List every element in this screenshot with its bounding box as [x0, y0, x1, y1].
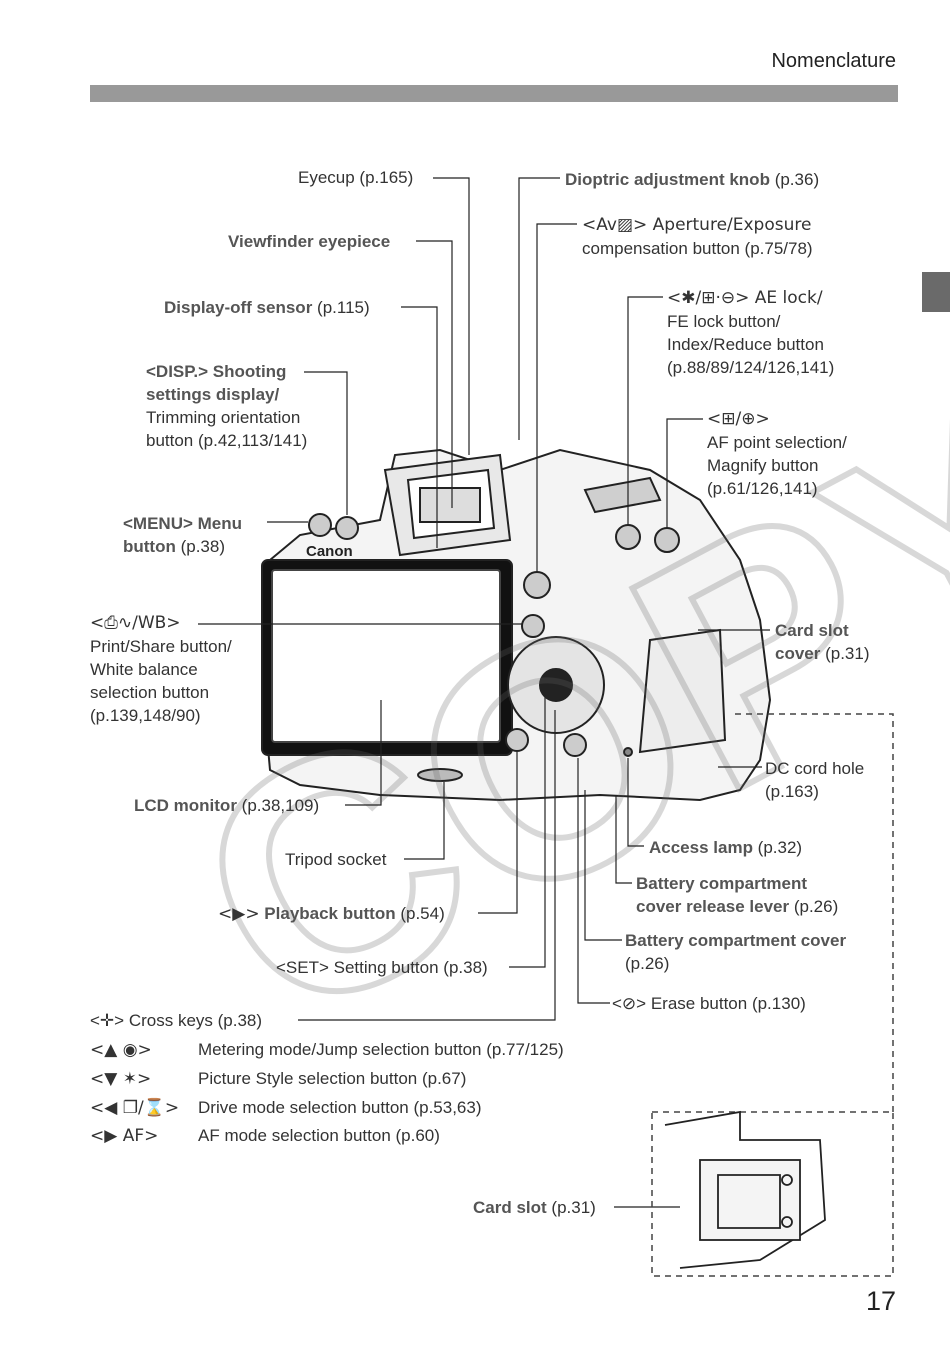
dc-label-line2: (p.163)	[765, 782, 819, 801]
cross-keys-title: <✛> Cross keys (p.38)	[90, 1011, 263, 1030]
cross-key-row: <◀ ❐/⌛> Drive mode selection button (p.53…	[90, 1096, 482, 1120]
dioptric-knob-label: Dioptric adjustment knob (p.36)	[565, 168, 819, 191]
disp-label-line3: Trimming orientation	[146, 408, 301, 427]
dioptric-label-page: (p.36)	[769, 170, 820, 189]
playback-label-page: (p.54)	[395, 904, 445, 923]
viewfinder-label: Viewfinder eyepiece	[228, 230, 390, 253]
tripod-socket-label: Tripod socket	[285, 850, 387, 869]
ae-label-line3: Index/Reduce button	[667, 335, 824, 354]
lcd-label-page: (p.38,109)	[236, 796, 320, 815]
card-slot-label: Card slot (p.31)	[473, 1196, 596, 1219]
cross-key-row: <▶ AF> AF mode selection button (p.60)	[90, 1124, 440, 1148]
av-label-line1: <Av▨> Aperture/Exposure	[582, 215, 812, 235]
aperture-button-label: <Av▨> Aperture/Exposure compensation but…	[582, 214, 813, 260]
display-off-label: Display-off sensor (p.115)	[164, 296, 370, 319]
battlever-label-line2-bold: cover release lever	[636, 897, 790, 916]
battlever-label-page: (p.26)	[789, 897, 839, 916]
brand-logo: Canon	[306, 543, 353, 560]
battcover-label-page: (p.26)	[625, 954, 670, 973]
leader-lines	[198, 177, 770, 1208]
erase-button-label: <⊘> Erase button (p.130)	[612, 994, 806, 1013]
disp-button-label: <DISP.> Shooting settings display/ Trimm…	[146, 360, 307, 452]
section-title: Nomenclature	[771, 50, 896, 72]
cross-key-desc: Metering mode/Jump selection button (p.7…	[198, 1040, 564, 1059]
af-label-line3: Magnify button	[707, 456, 819, 475]
print-label-line3: White balance	[90, 660, 198, 679]
cardcover-label-page: (p.31)	[820, 644, 870, 663]
battery-lever-label: Battery compartment cover release lever …	[636, 872, 838, 918]
playback-icon: <▶>	[218, 904, 260, 924]
print-label-line2: Print/Share button/	[90, 637, 232, 656]
av-label-line2: compensation button (p.75/78)	[582, 239, 813, 258]
dc-cord-hole-label: DC cord hole (p.163)	[765, 757, 864, 803]
cross-key-desc: Picture Style selection button (p.67)	[198, 1069, 467, 1088]
chapter-tab	[922, 272, 950, 312]
cross-key-symbol: <◀ ❐/⌛>	[90, 1098, 180, 1118]
print-share-label: <⎙∿/WB> Print/Share button/ White balanc…	[90, 612, 232, 727]
setting-button-label: <SET> Setting button (p.38)	[276, 958, 488, 977]
dioptric-label-bold: Dioptric adjustment knob	[565, 170, 770, 189]
cardslot-label-bold: Card slot	[473, 1198, 547, 1217]
cross-key-desc: Drive mode selection button (p.53,63)	[198, 1098, 482, 1117]
ae-label-line1: <✱/⊞·⊖> AE lock/	[667, 288, 823, 308]
battlever-label-line1: Battery compartment	[636, 874, 807, 893]
cross-key-row: <▲ ◉> Metering mode/Jump selection button…	[90, 1038, 564, 1062]
ae-label-line4: (p.88/89/124/126,141)	[667, 358, 835, 377]
cardslot-label-page: (p.31)	[546, 1198, 596, 1217]
ae-label-line2: FE lock button/	[667, 312, 781, 331]
viewfinder-label-text: Viewfinder eyepiece	[228, 232, 391, 251]
disp-label-line1: <DISP.> Shooting	[146, 362, 287, 381]
access-lamp-label: Access lamp (p.32)	[649, 836, 802, 859]
display-off-label-page: (p.115)	[312, 298, 370, 317]
cross-key-symbol: <▲ ◉>	[90, 1040, 152, 1060]
lcd-label-bold: LCD monitor	[134, 796, 237, 815]
print-label-line4: selection button	[90, 683, 210, 702]
eyecup-label: Eyecup (p.165)	[298, 168, 414, 187]
af-label-line4: (p.61/126,141)	[707, 479, 818, 498]
cardcover-label-line2-bold: cover	[775, 644, 821, 663]
access-label-bold: Access lamp	[649, 838, 753, 857]
af-label-line1: <⊞/⊕>	[707, 409, 770, 429]
access-label-page: (p.32)	[752, 838, 803, 857]
menu-label-line2-page: (p.38)	[175, 537, 225, 556]
print-label-line5: (p.139,148/90)	[90, 706, 201, 725]
cross-key-symbol: <▼ ✶>	[90, 1069, 152, 1089]
af-point-label: <⊞/⊕> AF point selection/ Magnify button…	[707, 408, 847, 500]
dc-label-line1: DC cord hole	[765, 759, 865, 778]
display-off-label-bold: Display-off sensor	[164, 298, 313, 317]
card-slot-callout	[651, 713, 894, 1277]
camera-body	[260, 448, 772, 802]
card-slot-cover-label: Card slot cover (p.31)	[775, 619, 870, 665]
playback-label-bold: Playback button	[264, 904, 396, 923]
ae-lock-label: <✱/⊞·⊖> AE lock/ FE lock button/ Index/R…	[667, 287, 834, 379]
af-label-line2: AF point selection/	[707, 433, 847, 452]
disp-label-line4: button (p.42,113/141)	[146, 431, 308, 450]
battcover-label-bold: Battery compartment cover	[625, 931, 847, 950]
menu-button-label: <MENU> Menu button (p.38)	[123, 512, 242, 558]
page-number: 17	[865, 1286, 896, 1316]
cross-key-symbol: <▶ AF>	[90, 1126, 159, 1146]
playback-button-label: <▶> Playback button (p.54)	[218, 902, 445, 926]
disp-label-line2: settings display/	[146, 385, 280, 404]
cross-key-row: <▼ ✶> Picture Style selection button (p.6…	[90, 1067, 466, 1091]
header-divider-bar	[90, 85, 898, 102]
card-slot-closeup	[664, 1110, 826, 1269]
battery-cover-label: Battery compartment cover (p.26)	[625, 929, 846, 975]
menu-label-line1: <MENU> Menu	[123, 514, 243, 533]
print-label-line1: <⎙∿/WB>	[90, 613, 181, 633]
lcd-monitor-label: LCD monitor (p.38,109)	[134, 794, 319, 817]
cardcover-label-line1: Card slot	[775, 621, 849, 640]
cross-key-desc: AF mode selection button (p.60)	[198, 1126, 440, 1145]
menu-label-line2-bold: button	[123, 537, 176, 556]
